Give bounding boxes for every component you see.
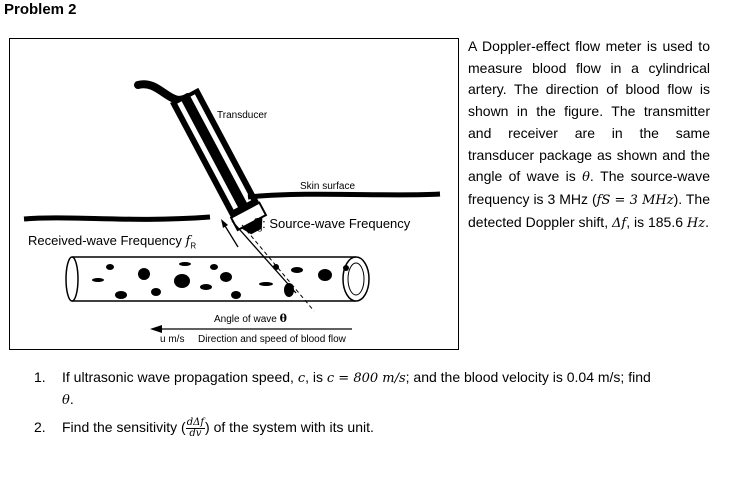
desc-part-3: ). The detected Doppler shift, [468,190,711,230]
q1-part-b: , is [305,369,327,385]
problem-description: A Doppler-effect flow meter is used to m… [468,36,710,234]
source-wave-text: : Source-wave Frequency [262,216,411,231]
desc-part-5: . [705,213,709,230]
desc-doppler-symbol: Δf [611,215,627,231]
desc-theta: θ [582,170,590,186]
fraction-numerator: dΔf [185,416,206,429]
desc-hz-unit: Hz [686,215,706,231]
flow-arrowhead [150,325,162,333]
speed-unit-label: u m/s [160,334,185,345]
q1-part-e: . [69,391,74,407]
q1-c-symbol: c [297,371,306,386]
q2-part-b: ) of the system with its unit. [205,419,374,435]
skin-surface-left [23,214,211,222]
artery-cylinder [65,256,370,302]
flow-direction-label: Direction and speed of blood flow [198,334,346,345]
desc-part-1: A Doppler-effect flow meter is used to m… [468,38,710,185]
desc-part-4: , is 185.6 [626,213,687,230]
desc-fs-equation: fS = 3 MHz [596,192,674,208]
desc-part-2: . The source-wave frequency is 3 MHz ( [468,168,710,207]
skin-surface-right [247,191,441,200]
transducer-label: Transducer [217,110,268,121]
fs-symbol: f [252,217,257,232]
angle-symbol: θ [279,312,287,325]
figure-drawing [23,80,441,333]
q1-equation: c = 800 m/s [326,371,406,386]
blood-cells [92,262,349,299]
fr-symbol: f [185,234,191,249]
question-1-number: 1. [34,369,46,385]
fr-subscript: R [190,241,197,251]
fs-subscript: S [256,224,263,234]
received-arrowhead [221,219,228,228]
q1-part-a: If ultrasonic wave propagation speed, [62,369,298,385]
fraction-denominator: dv [189,427,202,439]
q1-theta: θ [62,393,70,408]
q2-part-a: Find the sensitivity ( [62,419,186,435]
question-2-number: 2. [34,419,46,435]
problem-heading: Problem 2 [4,1,77,18]
angle-text: Angle of wave [214,314,277,325]
angle-of-wave-label: Angle of wave θ [214,312,287,325]
question-list: 1. If ultrasonic wave propagation speed,… [34,367,734,445]
question-1: 1. If ultrasonic wave propagation speed,… [34,367,734,411]
doppler-figure: Transducer Skin surface fS: Source-wave … [9,38,459,350]
source-wave-label: fS: Source-wave Frequency [252,216,410,234]
received-wave-label: Received-wave Frequency fR [28,233,196,251]
q1-part-d: ; and the blood velocity is 0.04 m/s; fi… [405,369,651,385]
skin-surface-label: Skin surface [300,181,356,192]
received-wave-text: Received-wave Frequency [28,233,186,248]
